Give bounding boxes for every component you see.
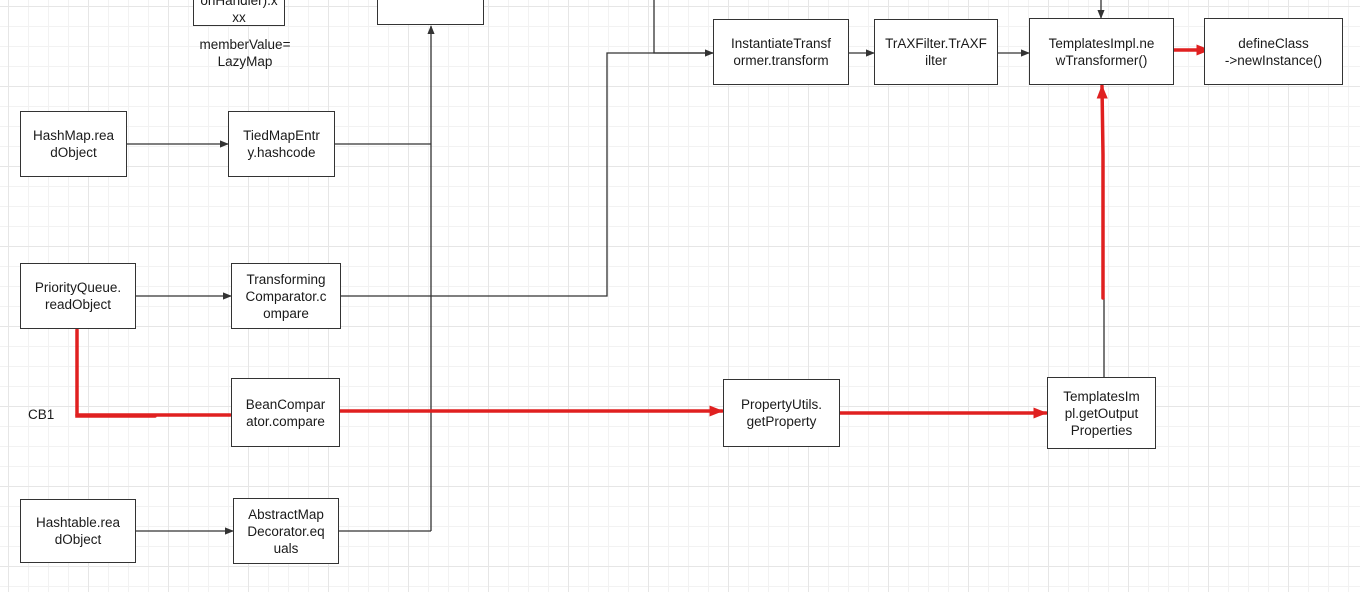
node-priorityqueue-readobject[interactable]: PriorityQueue. readObject <box>20 263 136 329</box>
edge-top-into-instantiate <box>653 0 713 54</box>
node-label: AbstractMap Decorator.eq uals <box>247 506 325 556</box>
edge-getoutput-to-newtransformer <box>1096 84 1108 300</box>
node-label: Hashtable.rea dObject <box>35 515 121 547</box>
node-tiedmapentry-hashcode[interactable]: TiedMapEntr y.hashcode <box>228 111 335 177</box>
node-label: BeanCompar ator.compare <box>245 396 326 429</box>
node-traxfilter[interactable]: TrAXFilter.TrAXF ilter <box>874 19 998 85</box>
node-label: TiedMapEntr y.hashcode <box>243 128 320 160</box>
edge-cb1-priorityqueue-down <box>75 328 157 418</box>
node-label: TemplatesImpl.ne wTransformer() <box>1048 35 1155 68</box>
label-member-value: memberValue= LazyMap <box>199 37 291 69</box>
node-label: InstantiateTransf ormer.transform <box>730 36 832 68</box>
node-hashmap-readobject[interactable]: HashMap.rea dObject <box>20 111 127 177</box>
node-invocation-handler-partial[interactable]: onHandler).x xx <box>193 0 285 26</box>
node-instantiate-transformer[interactable]: InstantiateTransf ormer.transform <box>713 19 849 85</box>
node-abstractmapdecorator-equals[interactable]: AbstractMap Decorator.eq uals <box>233 498 339 564</box>
node-label: PriorityQueue. readObject <box>34 280 122 312</box>
node-bean-comparator[interactable]: BeanCompar ator.compare <box>231 378 340 447</box>
node-top-center-partial[interactable] <box>377 0 484 25</box>
node-label: PropertyUtils. getProperty <box>740 397 823 429</box>
node-templatesimpl-getoutputproperties[interactable]: TemplatesIm pl.getOutput Properties <box>1047 377 1156 449</box>
node-label: TrAXFilter.TrAXF ilter <box>885 36 987 68</box>
node-label: defineClass ->newInstance() <box>1224 35 1323 68</box>
node-templatesimpl-newtransformer[interactable]: TemplatesImpl.ne wTransformer() <box>1029 18 1174 85</box>
node-label: Transforming Comparator.c ompare <box>245 271 327 321</box>
node-label: TemplatesIm pl.getOutput Properties <box>1063 388 1140 438</box>
node-transforming-comparator[interactable]: Transforming Comparator.c ompare <box>231 263 341 329</box>
node-property-utils[interactable]: PropertyUtils. getProperty <box>723 379 840 447</box>
node-label: HashMap.rea dObject <box>32 128 115 160</box>
edge-transforming-to-instantiate <box>341 49 714 297</box>
node-hashtable-readobject[interactable]: Hashtable.rea dObject <box>20 499 136 563</box>
node-define-class[interactable]: defineClass ->newInstance() <box>1204 18 1343 85</box>
node-label: onHandler).x xx <box>200 0 278 25</box>
label-cb1: CB1 <box>28 407 55 422</box>
